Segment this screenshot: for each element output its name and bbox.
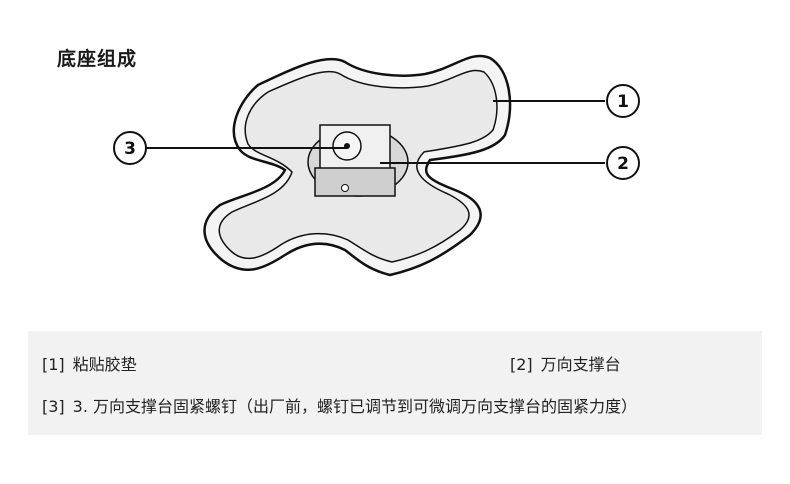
legend-item-3-number: [3] [42, 397, 65, 416]
legend-item-1: [1] 粘贴胶垫 [42, 351, 137, 375]
bottom-screw-hole [341, 184, 349, 192]
callout-2-marker [606, 146, 640, 180]
legend-item-2-label: 万向支撑台 [540, 355, 621, 374]
support-platform-block [314, 167, 396, 197]
callout-1-number: 1 [617, 92, 629, 112]
legend-item-2-number: [2] [510, 355, 533, 374]
callout-3-marker [113, 131, 147, 165]
callout-2-number: 2 [617, 154, 629, 174]
legend-item-3: [3] 3. 万向支撑台固紧螺钉（出厂前，螺钉已调节到可微调万向支撑台的固紧力度） [42, 393, 637, 417]
callout-3-number: 3 [124, 139, 136, 159]
legend-item-1-number: [1] [42, 355, 65, 374]
callout-1-marker [606, 84, 640, 118]
legend-item-3-label: 3. 万向支撑台固紧螺钉（出厂前，螺钉已调节到可微调万向支撑台的固紧力度） [72, 397, 638, 416]
legend-item-2: [2] 万向支撑台 [510, 351, 621, 375]
base-assembly-diagram: 1 2 3 [113, 54, 640, 277]
legend-item-1-label: 粘贴胶垫 [72, 355, 137, 374]
legend-panel: [1] 粘贴胶垫 [2] 万向支撑台 [3] 3. 万向支撑台固紧螺钉（出厂前，螺钉已… [28, 331, 762, 435]
diagram-title: 底座组成 [57, 48, 138, 70]
